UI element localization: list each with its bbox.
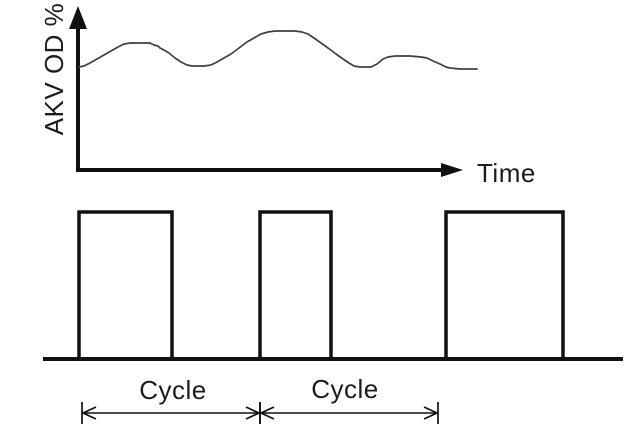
cycle-arrow-2-head-right-icon <box>423 406 440 420</box>
y-axis-label: AKV OD % <box>39 2 69 136</box>
akv-curve <box>78 30 478 70</box>
pulse-2 <box>258 210 333 359</box>
pulse-1 <box>77 210 174 359</box>
top-chart-axes <box>69 6 463 177</box>
cycle-arrow-1-head-left-icon <box>80 406 97 420</box>
cycle-arrow-2-head-left-icon <box>258 406 275 420</box>
pulse-3 <box>444 210 565 359</box>
cycle-label-1: Cycle <box>139 375 207 405</box>
x-axis-arrowhead-icon <box>441 163 463 177</box>
y-axis-arrowhead-icon <box>69 6 87 29</box>
cycle-label-2: Cycle <box>311 374 379 404</box>
x-axis-label: Time <box>477 158 536 188</box>
dynamic-layer <box>43 30 623 424</box>
